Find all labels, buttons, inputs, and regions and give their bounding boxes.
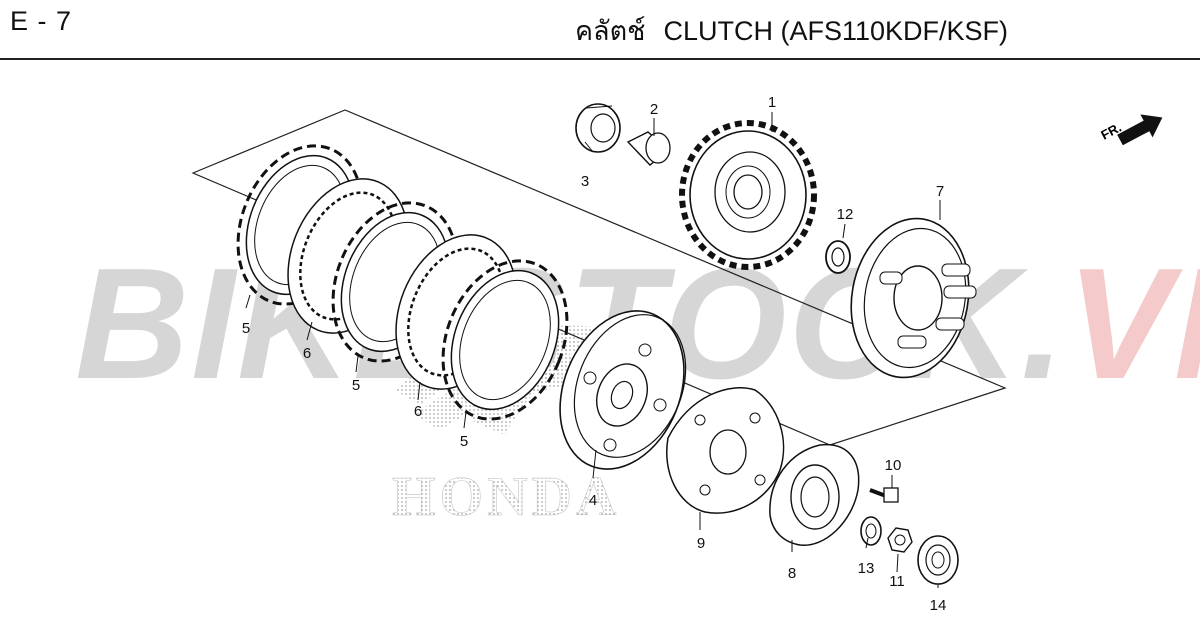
callout-9: 9 bbox=[697, 535, 705, 552]
bearing-holder bbox=[769, 443, 860, 546]
callout-6a: 6 bbox=[303, 345, 311, 362]
callout-2: 2 bbox=[650, 101, 658, 118]
callout-10: 10 bbox=[885, 457, 902, 474]
title-thai: คลัตช์ bbox=[575, 16, 646, 46]
nut bbox=[887, 527, 913, 553]
diagram-title: คลัตช์ CLUTCH (AFS110KDF/KSF) bbox=[575, 9, 1008, 52]
clutch-outer bbox=[679, 120, 817, 270]
thrust-washer bbox=[825, 240, 851, 274]
title-english: CLUTCH (AFS110KDF/KSF) bbox=[663, 16, 1009, 46]
callout-11: 11 bbox=[889, 573, 905, 590]
callout-13: 13 bbox=[858, 560, 875, 577]
bushing bbox=[575, 103, 621, 153]
friction-disk-3 bbox=[441, 259, 569, 421]
header: E - 7 คลัตช์ CLUTCH (AFS110KDF/KSF) bbox=[0, 0, 1200, 58]
parts-diagram: HONDA BIKESTOCK.VN FR. bbox=[75, 94, 1200, 614]
clutch-center bbox=[850, 217, 977, 379]
callout-5c: 5 bbox=[460, 433, 468, 450]
callout-7: 7 bbox=[936, 183, 944, 200]
collar bbox=[626, 131, 671, 166]
callout-12: 12 bbox=[837, 206, 854, 223]
callout-6b: 6 bbox=[414, 403, 422, 420]
header-divider bbox=[0, 58, 1200, 60]
diagram-code: E - 7 bbox=[10, 6, 73, 36]
callout-4: 4 bbox=[589, 492, 597, 509]
callout-3: 3 bbox=[581, 173, 589, 190]
callout-1: 1 bbox=[768, 94, 776, 111]
callout-8: 8 bbox=[788, 565, 796, 582]
callout-numbers: 1 2 3 4 5 5 5 6 6 7 8 9 10 11 12 13 14 bbox=[242, 94, 947, 614]
callout-14: 14 bbox=[930, 597, 947, 614]
front-direction-arrow bbox=[1117, 114, 1163, 146]
bolt bbox=[869, 487, 899, 503]
ball-bearing bbox=[917, 535, 959, 585]
watermark-red-part: VN bbox=[1067, 236, 1200, 412]
pressure-plate bbox=[559, 310, 687, 470]
callout-5b: 5 bbox=[352, 377, 360, 394]
lock-washer bbox=[860, 516, 882, 546]
lifter-plate bbox=[666, 387, 785, 514]
callout-5a: 5 bbox=[242, 320, 250, 337]
honda-text: HONDA bbox=[392, 466, 620, 528]
leader-lines bbox=[245, 112, 941, 588]
